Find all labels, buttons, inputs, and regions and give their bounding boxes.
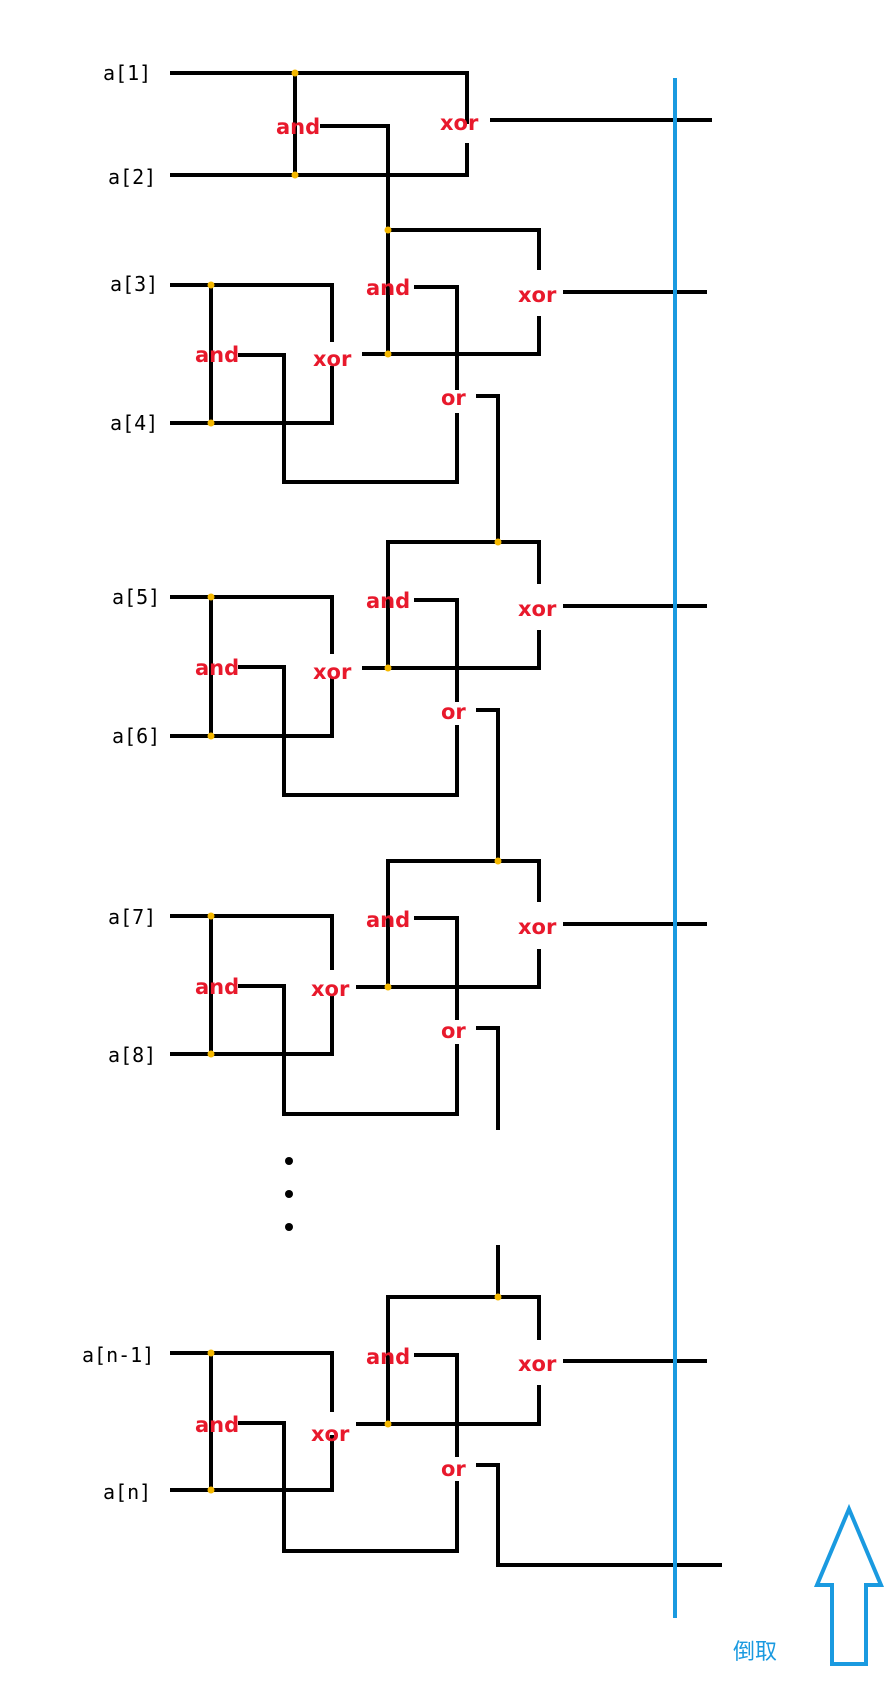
- ellipsis-dot: [285, 1157, 293, 1165]
- ellipsis-dot: [285, 1190, 293, 1198]
- wire-and-to-or: [238, 1421, 459, 1553]
- junction-dot: [207, 281, 215, 289]
- wire-a1-to-xor: [170, 71, 469, 124]
- xor-gate-label: xor: [313, 347, 352, 371]
- wire-and-to-or: [238, 984, 459, 1116]
- wire-and-to-or: [238, 665, 459, 797]
- and-gate-label: and: [195, 975, 239, 999]
- wire-carry-to-xor: [386, 859, 541, 902]
- xor-gate-label: xor: [518, 1352, 557, 1376]
- junction-dot: [384, 1420, 392, 1428]
- wire-input-bottom: [170, 1435, 334, 1492]
- xor-gate-label: xor: [518, 915, 557, 939]
- junction-dot: [384, 664, 392, 672]
- wire-carry-out: [320, 124, 390, 232]
- wire-or-carry-out: [476, 708, 500, 863]
- xor-gate-label: xor: [440, 111, 479, 135]
- input-label: a[7]: [108, 905, 156, 929]
- and-gate-label: and: [195, 656, 239, 680]
- wire-or-carry-out: [476, 394, 500, 544]
- ellipsis-vertical: [285, 1157, 293, 1231]
- wire-input-top: [170, 595, 334, 654]
- junction-dot: [384, 983, 392, 991]
- up-arrow-icon: [813, 1503, 884, 1666]
- input-label: a[n]: [103, 1480, 151, 1504]
- and-gate-label: and: [366, 908, 410, 932]
- and-gate-label: and: [276, 115, 320, 139]
- and-gate-label: and: [366, 589, 410, 613]
- full-adder-stage: a[5] a[6] and xor and xor or: [112, 538, 707, 863]
- junction-dot: [291, 171, 299, 179]
- xor-gate-label: xor: [518, 283, 557, 307]
- junction-dot: [494, 857, 502, 865]
- wire-xor-to-outer: [362, 630, 541, 670]
- wire-xor-to-outer: [356, 949, 541, 989]
- or-gate-label: or: [441, 700, 466, 724]
- junction-dot: [207, 912, 215, 920]
- input-label: a[n-1]: [82, 1343, 154, 1367]
- junction-dot: [207, 1050, 215, 1058]
- ellipsis-dot: [285, 1223, 293, 1231]
- xor-gate-label: xor: [313, 660, 352, 684]
- wire-and2-to-or: [414, 598, 459, 702]
- wire-xor-to-outer: [362, 316, 541, 356]
- full-adder-stage: a[7] a[8] and xor and xor or: [108, 857, 707, 1130]
- or-gate-label: or: [441, 1019, 466, 1043]
- xor-gate-label: xor: [311, 1422, 350, 1446]
- wire-final-carry-out: [476, 1463, 722, 1567]
- wire-input-bottom: [170, 678, 334, 738]
- half-adder-stage: a[1] a[2] and xor: [103, 61, 712, 232]
- junction-dot: [207, 732, 215, 740]
- and-gate-label: and: [366, 1345, 410, 1369]
- wire-and2-to-or: [414, 916, 459, 1020]
- wire-input-bottom: [170, 366, 334, 425]
- wire-or-carry-out: [476, 1026, 500, 1130]
- or-gate-label: or: [441, 1457, 466, 1481]
- wire-carry-to-xor: [386, 540, 541, 584]
- wire-xor-to-outer: [356, 1385, 541, 1426]
- full-adder-stage-last: a[n-1] a[n] and xor and xor or: [82, 1245, 722, 1567]
- wire-carry-to-xor: [386, 1295, 541, 1340]
- full-adder-stage: a[3] a[4] and xor and xor or: [110, 226, 707, 544]
- wire-carry-to-xor: [386, 228, 541, 270]
- xor-gate-label: xor: [518, 597, 557, 621]
- input-label: a[8]: [108, 1043, 156, 1067]
- wire-and2-to-or: [414, 1353, 459, 1457]
- and-gate-label: and: [195, 343, 239, 367]
- junction-dot: [207, 593, 215, 601]
- input-label: a[4]: [110, 411, 158, 435]
- junction-dot: [384, 226, 392, 234]
- input-label: a[1]: [103, 61, 151, 85]
- wire-input-top: [170, 914, 334, 970]
- or-gate-label: or: [441, 386, 466, 410]
- junction-dot: [384, 350, 392, 358]
- xor-gate-label: xor: [311, 977, 350, 1001]
- wire-and2-to-or: [414, 285, 459, 390]
- junction-dot: [207, 419, 215, 427]
- wire-a2-to-xor: [170, 143, 469, 177]
- junction-dot: [494, 1293, 502, 1301]
- wire-input-top: [170, 283, 334, 342]
- input-label: a[2]: [108, 165, 156, 189]
- wire-and-to-or: [238, 353, 459, 484]
- junction-dot: [207, 1349, 215, 1357]
- wire-input-bottom: [170, 996, 334, 1056]
- junction-dot: [291, 69, 299, 77]
- input-label: a[5]: [112, 585, 160, 609]
- wire-input-top: [170, 1351, 334, 1412]
- and-gate-label: and: [366, 276, 410, 300]
- junction-dot: [207, 1486, 215, 1494]
- and-gate-label: and: [195, 1413, 239, 1437]
- input-label: a[3]: [110, 272, 158, 296]
- junction-dot: [494, 538, 502, 546]
- arrow-caption: 倒取: [733, 1640, 777, 1665]
- input-label: a[6]: [112, 724, 160, 748]
